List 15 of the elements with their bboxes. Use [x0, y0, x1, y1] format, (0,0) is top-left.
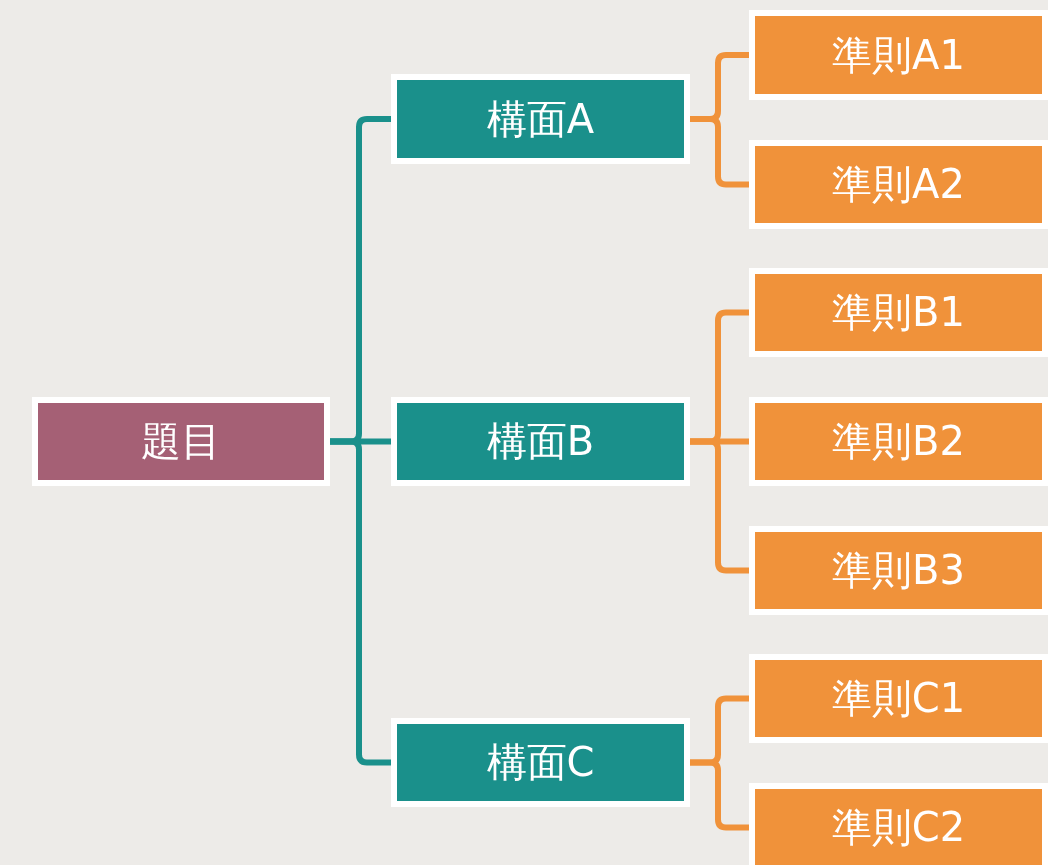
- criterion-box: 準則A2: [749, 140, 1048, 229]
- aspect-box: 構面C: [391, 718, 690, 807]
- aspect-box: 構面B: [391, 397, 690, 486]
- connector-line: [330, 438, 391, 766]
- criterion-box: 準則A1: [749, 10, 1048, 100]
- criterion-box: 準則B2: [749, 397, 1048, 486]
- criterion-box: 準則B1: [749, 268, 1048, 357]
- connector-line: [690, 759, 749, 831]
- connector-line: [690, 438, 749, 574]
- criterion-box: 準則B3: [749, 526, 1048, 615]
- connector-line: [690, 116, 749, 188]
- title-box: 題目: [32, 397, 330, 486]
- criterion-box: 準則C1: [749, 654, 1048, 743]
- aspect-box: 構面A: [391, 74, 690, 164]
- criterion-box: 準則C2: [749, 783, 1048, 865]
